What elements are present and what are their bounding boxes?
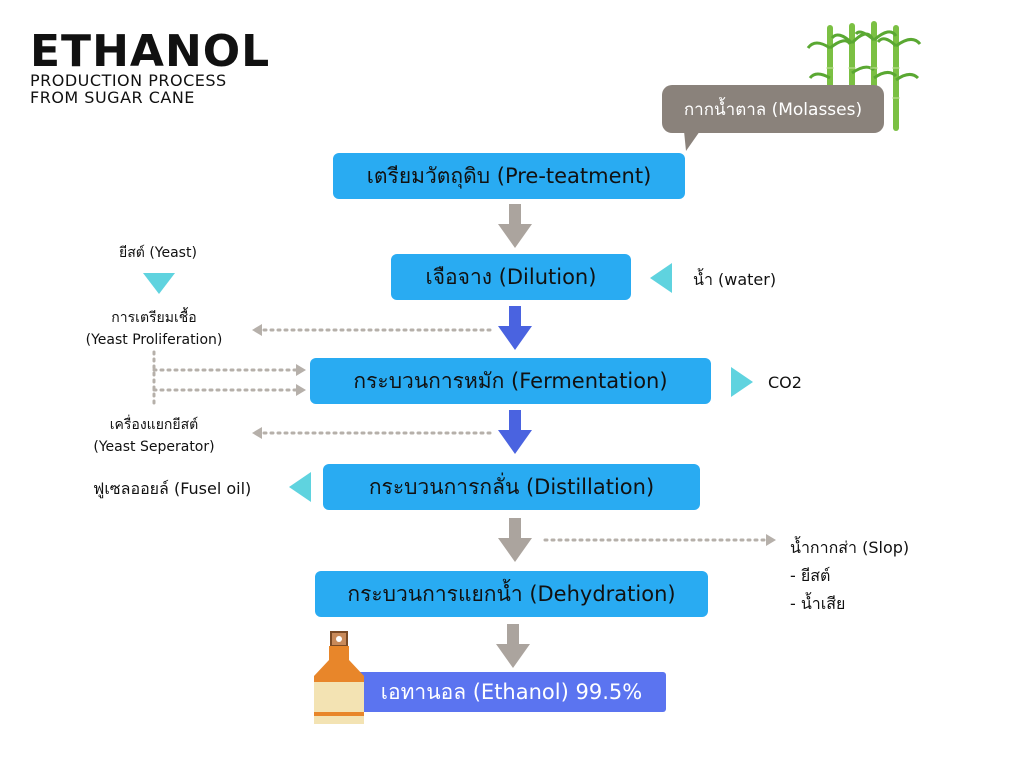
water-label: น้ำ (water) [693,270,777,289]
arrow-down-blue-1 [498,306,532,350]
final-product-ethanol: เอทานอล (Ethanol) 99.5% [357,672,666,712]
step-distillation: กระบวนการกลั่น (Distillation) [323,464,700,510]
water-input-triangle [650,263,672,293]
subtitle-line-2: FROM SUGAR CANE [30,88,195,107]
arrow-down-gray-2 [498,518,532,562]
slop-item-wastewater: - น้ำเสีย [790,594,846,613]
dotted-arrow-to-proliferation-head [252,324,262,336]
dotted-arrow-to-slop-head [766,534,776,546]
dotted-arrow-into-fermentation-1-head [296,364,306,376]
yeast-label: ยีสต์ (Yeast) [119,245,197,261]
yeast-separator-english: (Yeast Seperator) [93,439,215,455]
yeast-proliferation-english: (Yeast Proliferation) [85,332,223,348]
step-dilution: เจือจาง (Dilution) [391,254,631,300]
step-pretreatment: เตรียมวัตถุดิบ (Pre-teatment) [333,153,685,199]
callout-tail [684,131,700,151]
slop-item-yeast: - ยีสต์ [790,566,831,585]
slop-title: น้ำกากส่า (Slop) [790,538,910,557]
subtitle-line-1: PRODUCTION PROCESS [30,71,227,90]
bottle-icon [314,631,364,724]
fusel-oil-triangle [289,472,311,502]
yeast-proliferation-label: การเตรียมเชื้อ (Yeast Proliferation) [64,307,244,351]
arrow-down-blue-2 [498,410,532,454]
molasses-callout: กากน้ำตาล (Molasses) [662,85,884,133]
step-fermentation: กระบวนการหมัก (Fermentation) [310,358,711,404]
yeast-proliferation-thai: การเตรียมเชื้อ [111,310,197,326]
step-dehydration: กระบวนการแยกน้ำ (Dehydration) [315,571,708,617]
co2-label: CO2 [768,373,802,392]
dotted-arrow-into-fermentation-2-head [296,384,306,396]
arrow-down-gray-1 [498,204,532,248]
yeast-separator-thai: เครื่องแยกยีสต์ [109,417,199,433]
arrow-down-gray-3 [496,624,530,668]
co2-output-triangle [731,367,753,397]
yeast-down-triangle [143,273,175,294]
fusel-oil-label: ฟูเซลออยล์ (Fusel oil) [93,479,252,498]
page-title: ETHANOL [30,26,271,77]
slop-output: น้ำกากส่า (Slop) - ยีสต์ - น้ำเสีย [790,534,909,618]
dotted-arrow-to-separator-head [252,427,262,439]
yeast-separator-label: เครื่องแยกยีสต์ (Yeast Seperator) [64,414,244,458]
